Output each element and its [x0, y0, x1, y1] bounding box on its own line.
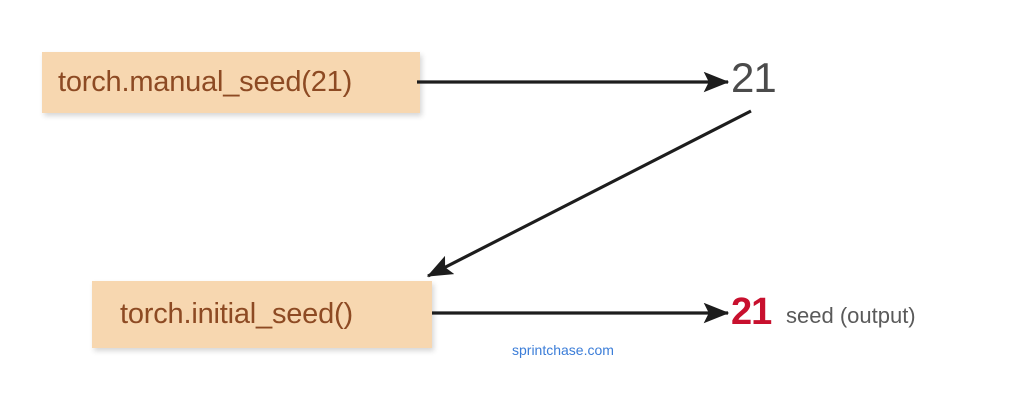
- node-initial-seed-label: torch.initial_seed(): [120, 298, 353, 330]
- node-manual-seed: torch.manual_seed(21): [42, 52, 420, 113]
- node-initial-seed: torch.initial_seed(): [92, 281, 432, 348]
- watermark-text: sprintchase.com: [512, 342, 614, 358]
- output-value-top: 21: [731, 54, 777, 101]
- output-value-bottom-caption: seed (output): [786, 303, 916, 328]
- output-value-bottom: 21: [731, 291, 772, 333]
- node-manual-seed-label: torch.manual_seed(21): [58, 66, 353, 98]
- connector-value-to-initial-arrow: [426, 109, 752, 278]
